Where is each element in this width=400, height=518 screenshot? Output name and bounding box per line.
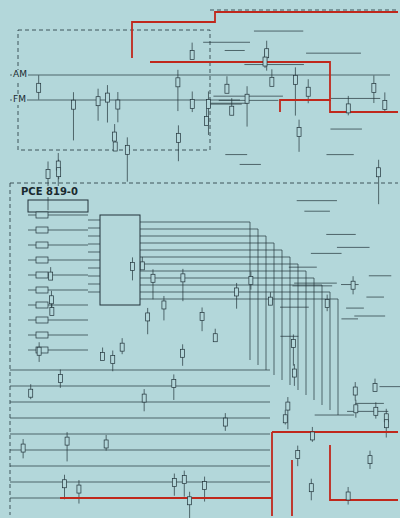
signal-label: PCE 819-0	[20, 186, 79, 197]
signal-label: AM	[12, 70, 28, 80]
signal-label: FM	[12, 95, 27, 105]
